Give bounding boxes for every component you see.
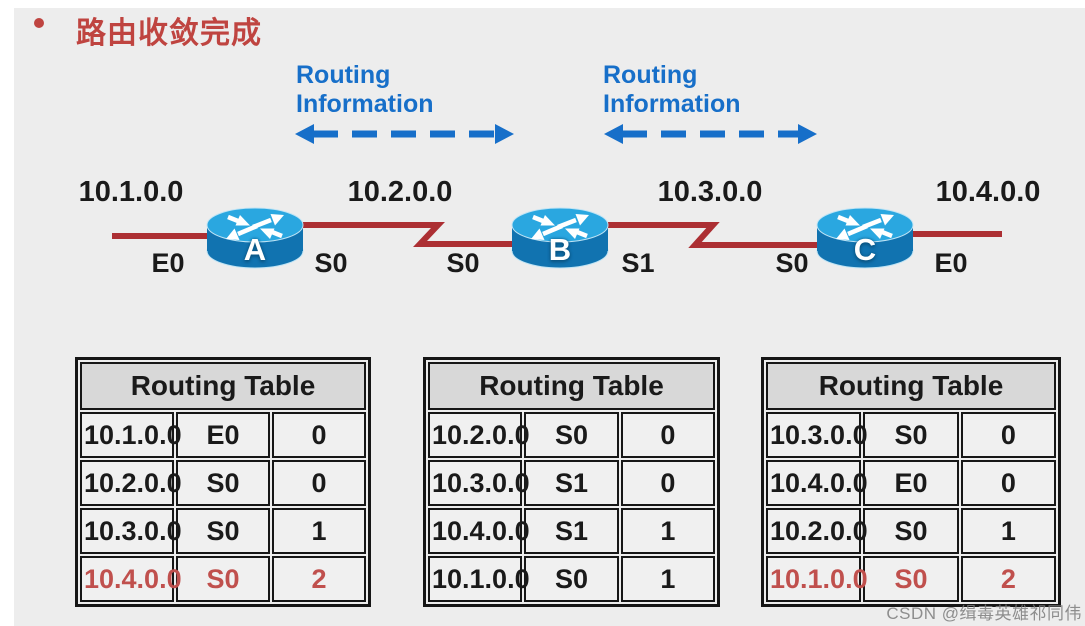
cell-interface: E0 [863,460,959,506]
table-row: 10.4.0.0 E0 0 [766,460,1056,506]
cell-network: 10.4.0.0 [80,556,182,602]
routing-information-label-right: Routing Information [603,61,741,119]
routing-table-title: Routing Table [766,362,1056,410]
router-label: C [853,232,877,267]
serial-link-b-c [562,222,867,248]
routing-table-a: Routing Table 10.1.0.0 E0 0 10.2.0.0 S0 … [75,357,371,607]
table-row: 10.1.0.0 E0 0 [80,412,366,458]
table-row: 10.4.0.0 S1 1 [428,508,715,554]
cell-network: 10.3.0.0 [428,460,530,506]
network-label-10-4-0-0: 10.4.0.0 [935,176,1041,208]
cell-network: 10.2.0.0 [766,508,868,554]
cell-interface: S0 [176,460,270,506]
cell-interface: S1 [524,460,619,506]
csdn-watermark: CSDN @缉毒英雄祁同伟 [886,604,1082,623]
cell-hops: 0 [620,460,715,506]
cell-interface: S0 [863,508,959,554]
dashed-double-arrow-icon-right [604,124,817,144]
cell-network: 10.2.0.0 [428,412,530,458]
cell-interface: S0 [524,556,619,602]
cell-hops: 0 [272,460,366,506]
interface-label-a-e0: E0 [151,248,185,278]
cell-interface: S0 [176,556,270,602]
page-title: 路由收敛完成 [76,17,262,50]
cell-hops: 0 [272,412,366,458]
routing-info-line: Routing [296,61,391,89]
router-c: C [815,206,915,270]
cell-hops: 1 [620,508,715,554]
cell-network: 10.4.0.0 [428,508,530,554]
cell-hops: 0 [960,460,1056,506]
cell-network: 10.1.0.0 [80,412,182,458]
cell-network: 10.2.0.0 [80,460,182,506]
interface-label-c-s0: S0 [775,248,809,278]
router-label: A [243,232,267,267]
table-row: 10.1.0.0 S0 1 [428,556,715,602]
cell-network: 10.3.0.0 [766,412,868,458]
routing-info-line: Routing [603,61,698,89]
routing-info-line: Information [296,90,434,118]
cell-hops: 0 [620,412,715,458]
routing-table-title: Routing Table [80,362,366,410]
network-label-10-3-0-0: 10.3.0.0 [657,176,763,208]
routing-table-b: Routing Table 10.2.0.0 S0 0 10.3.0.0 S1 … [423,357,720,607]
table-row: 10.3.0.0 S0 0 [766,412,1056,458]
router-icon [816,207,914,269]
cell-network: 10.1.0.0 [766,556,868,602]
cell-interface: E0 [176,412,270,458]
dashed-double-arrow-icon-left [295,124,514,144]
cell-interface: S0 [863,556,959,602]
interface-label-a-s0: S0 [314,248,348,278]
cell-hops: 0 [960,412,1056,458]
table-row-highlighted: 10.1.0.0 S0 2 [766,556,1056,602]
cell-hops: 2 [272,556,366,602]
bullet-icon [34,18,44,28]
cell-interface: S0 [524,412,619,458]
cell-hops: 1 [620,556,715,602]
routing-table-c: Routing Table 10.3.0.0 S0 0 10.4.0.0 E0 … [761,357,1061,607]
table-row: 10.2.0.0 S0 0 [80,460,366,506]
cell-hops: 2 [960,556,1056,602]
cell-network: 10.3.0.0 [80,508,182,554]
cell-network: 10.1.0.0 [428,556,530,602]
interface-label-c-e0: E0 [934,248,968,278]
cell-interface: S0 [176,508,270,554]
router-b: B [510,206,610,270]
serial-link-a-b [258,222,562,247]
router-icon [511,207,609,269]
interface-label-b-s1: S1 [621,248,655,278]
table-row: 10.3.0.0 S0 1 [80,508,366,554]
cell-network: 10.4.0.0 [766,460,868,506]
network-label-10-1-0-0: 10.1.0.0 [78,176,184,208]
router-a: A [205,206,305,270]
table-row: 10.3.0.0 S1 0 [428,460,715,506]
router-label: B [548,232,572,267]
table-row-highlighted: 10.4.0.0 S0 2 [80,556,366,602]
routing-information-label-left: Routing Information [296,61,434,119]
table-row: 10.2.0.0 S0 0 [428,412,715,458]
table-row: 10.2.0.0 S0 1 [766,508,1056,554]
router-icon [206,207,304,269]
cell-interface: S0 [863,412,959,458]
network-label-10-2-0-0: 10.2.0.0 [347,176,453,208]
routing-info-line: Information [603,90,741,118]
interface-label-b-s0: S0 [446,248,480,278]
cell-interface: S1 [524,508,619,554]
cell-hops: 1 [960,508,1056,554]
routing-table-title: Routing Table [428,362,715,410]
cell-hops: 1 [272,508,366,554]
